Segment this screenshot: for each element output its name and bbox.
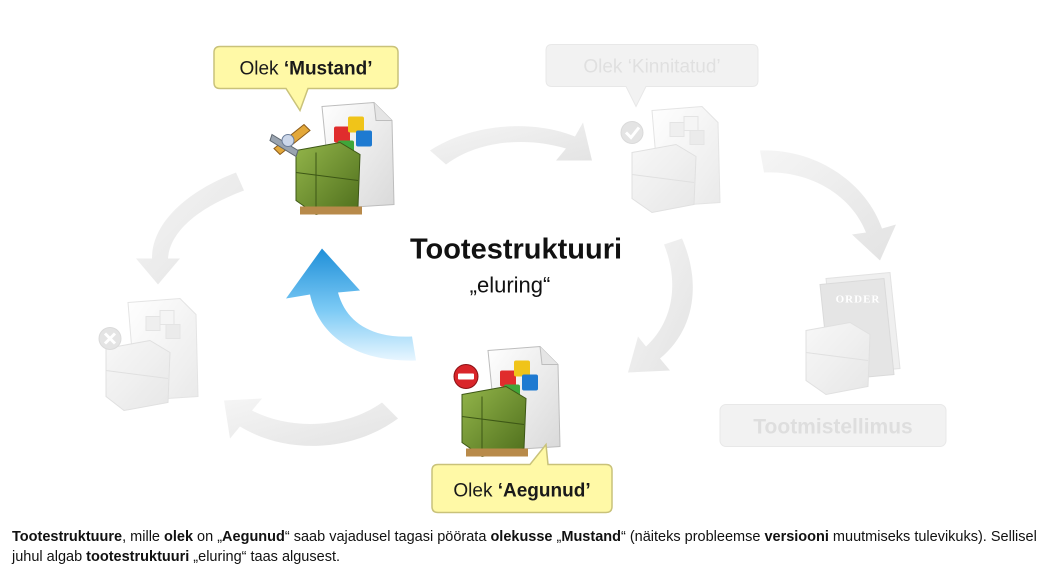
- callout-draft: Olek ‘Mustand’: [213, 45, 399, 113]
- svg-text:Olek ‘Aegunud’: Olek ‘Aegunud’: [453, 481, 590, 502]
- svg-text:Olek ‘Mustand’: Olek ‘Mustand’: [239, 59, 372, 80]
- check-icon: [620, 121, 644, 144]
- caption-t11: versiooni: [764, 529, 829, 545]
- caption-text: Tootestruktuure, mille olek on „Aegunud“…: [12, 527, 1042, 567]
- caption-t10: “ (näiteks probleemse: [620, 529, 765, 545]
- approved-state-label: Olek ‘Kinnitatud’: [583, 57, 720, 78]
- production-order-label: Tootmistellimus: [753, 416, 912, 439]
- document-cubes-icon: [105, 297, 199, 412]
- callout-expired: Olek ‘Aegunud’: [431, 442, 613, 514]
- state-expired: Olek ‘Aegunud’: [431, 345, 613, 514]
- caption-t8: „: [552, 529, 562, 545]
- order-document-icon: ORDER: [805, 271, 901, 396]
- production-order-label-box: Tootmistellimus: [719, 404, 947, 447]
- document-cubes-icon: [461, 345, 561, 458]
- diagram-title: Tootestruktuuri: [410, 234, 622, 266]
- caption-t3: olek: [164, 529, 194, 545]
- draft-state-name: ‘Mustand’: [284, 59, 373, 80]
- caption-t12: muutmiseks tulevikuks). Sellisel juhul a…: [12, 529, 1037, 565]
- arrow-draft-to-cancelled: [136, 172, 244, 285]
- arrow-expired-to-cancelled: [224, 398, 398, 446]
- caption-t1: Tootestruktuure: [12, 529, 123, 545]
- document-cubes-icon: [295, 101, 395, 216]
- caption-t14: „eluring“ taas algusest.: [189, 549, 340, 565]
- caption-t5: Aegunud: [222, 529, 285, 545]
- caption-t2: , mille: [122, 529, 165, 545]
- diagram-subtitle: „eluring“: [470, 273, 551, 298]
- state-approved: Olek ‘Kinnitatud’: [545, 44, 759, 214]
- draft-prefix: Olek: [239, 59, 283, 80]
- expired-state-name: ‘Aegunud’: [498, 481, 591, 502]
- caption-t13: tootestruktuuri: [86, 549, 190, 565]
- diagram-title-group: Tootestruktuuri „eluring“: [410, 234, 622, 298]
- order-stamp: ORDER: [836, 294, 881, 306]
- callout-approved: Olek ‘Kinnitatud’: [545, 44, 759, 108]
- cancel-icon: [98, 327, 122, 350]
- caption-t6: “ saab vajadusel tagasi pöörata: [284, 529, 491, 545]
- state-cancelled: [98, 297, 199, 412]
- arrow-expired-to-draft: [286, 248, 416, 361]
- arrow-approved-to-order: [760, 150, 896, 261]
- pencil-icon: [269, 123, 311, 158]
- arrow-approved-to-expired: [628, 238, 693, 373]
- caption-t7: olekusse: [490, 529, 553, 545]
- state-production-order: ORDER Tootmistellimus: [719, 271, 947, 447]
- arrow-draft-to-approved: [430, 122, 592, 165]
- expired-prefix: Olek: [453, 481, 497, 502]
- state-draft: Olek ‘Mustand’: [213, 45, 399, 216]
- remove-icon: [453, 364, 479, 389]
- caption-t9: Mustand: [561, 529, 621, 545]
- document-cubes-icon: [631, 105, 721, 214]
- caption-t4: on „: [193, 529, 223, 545]
